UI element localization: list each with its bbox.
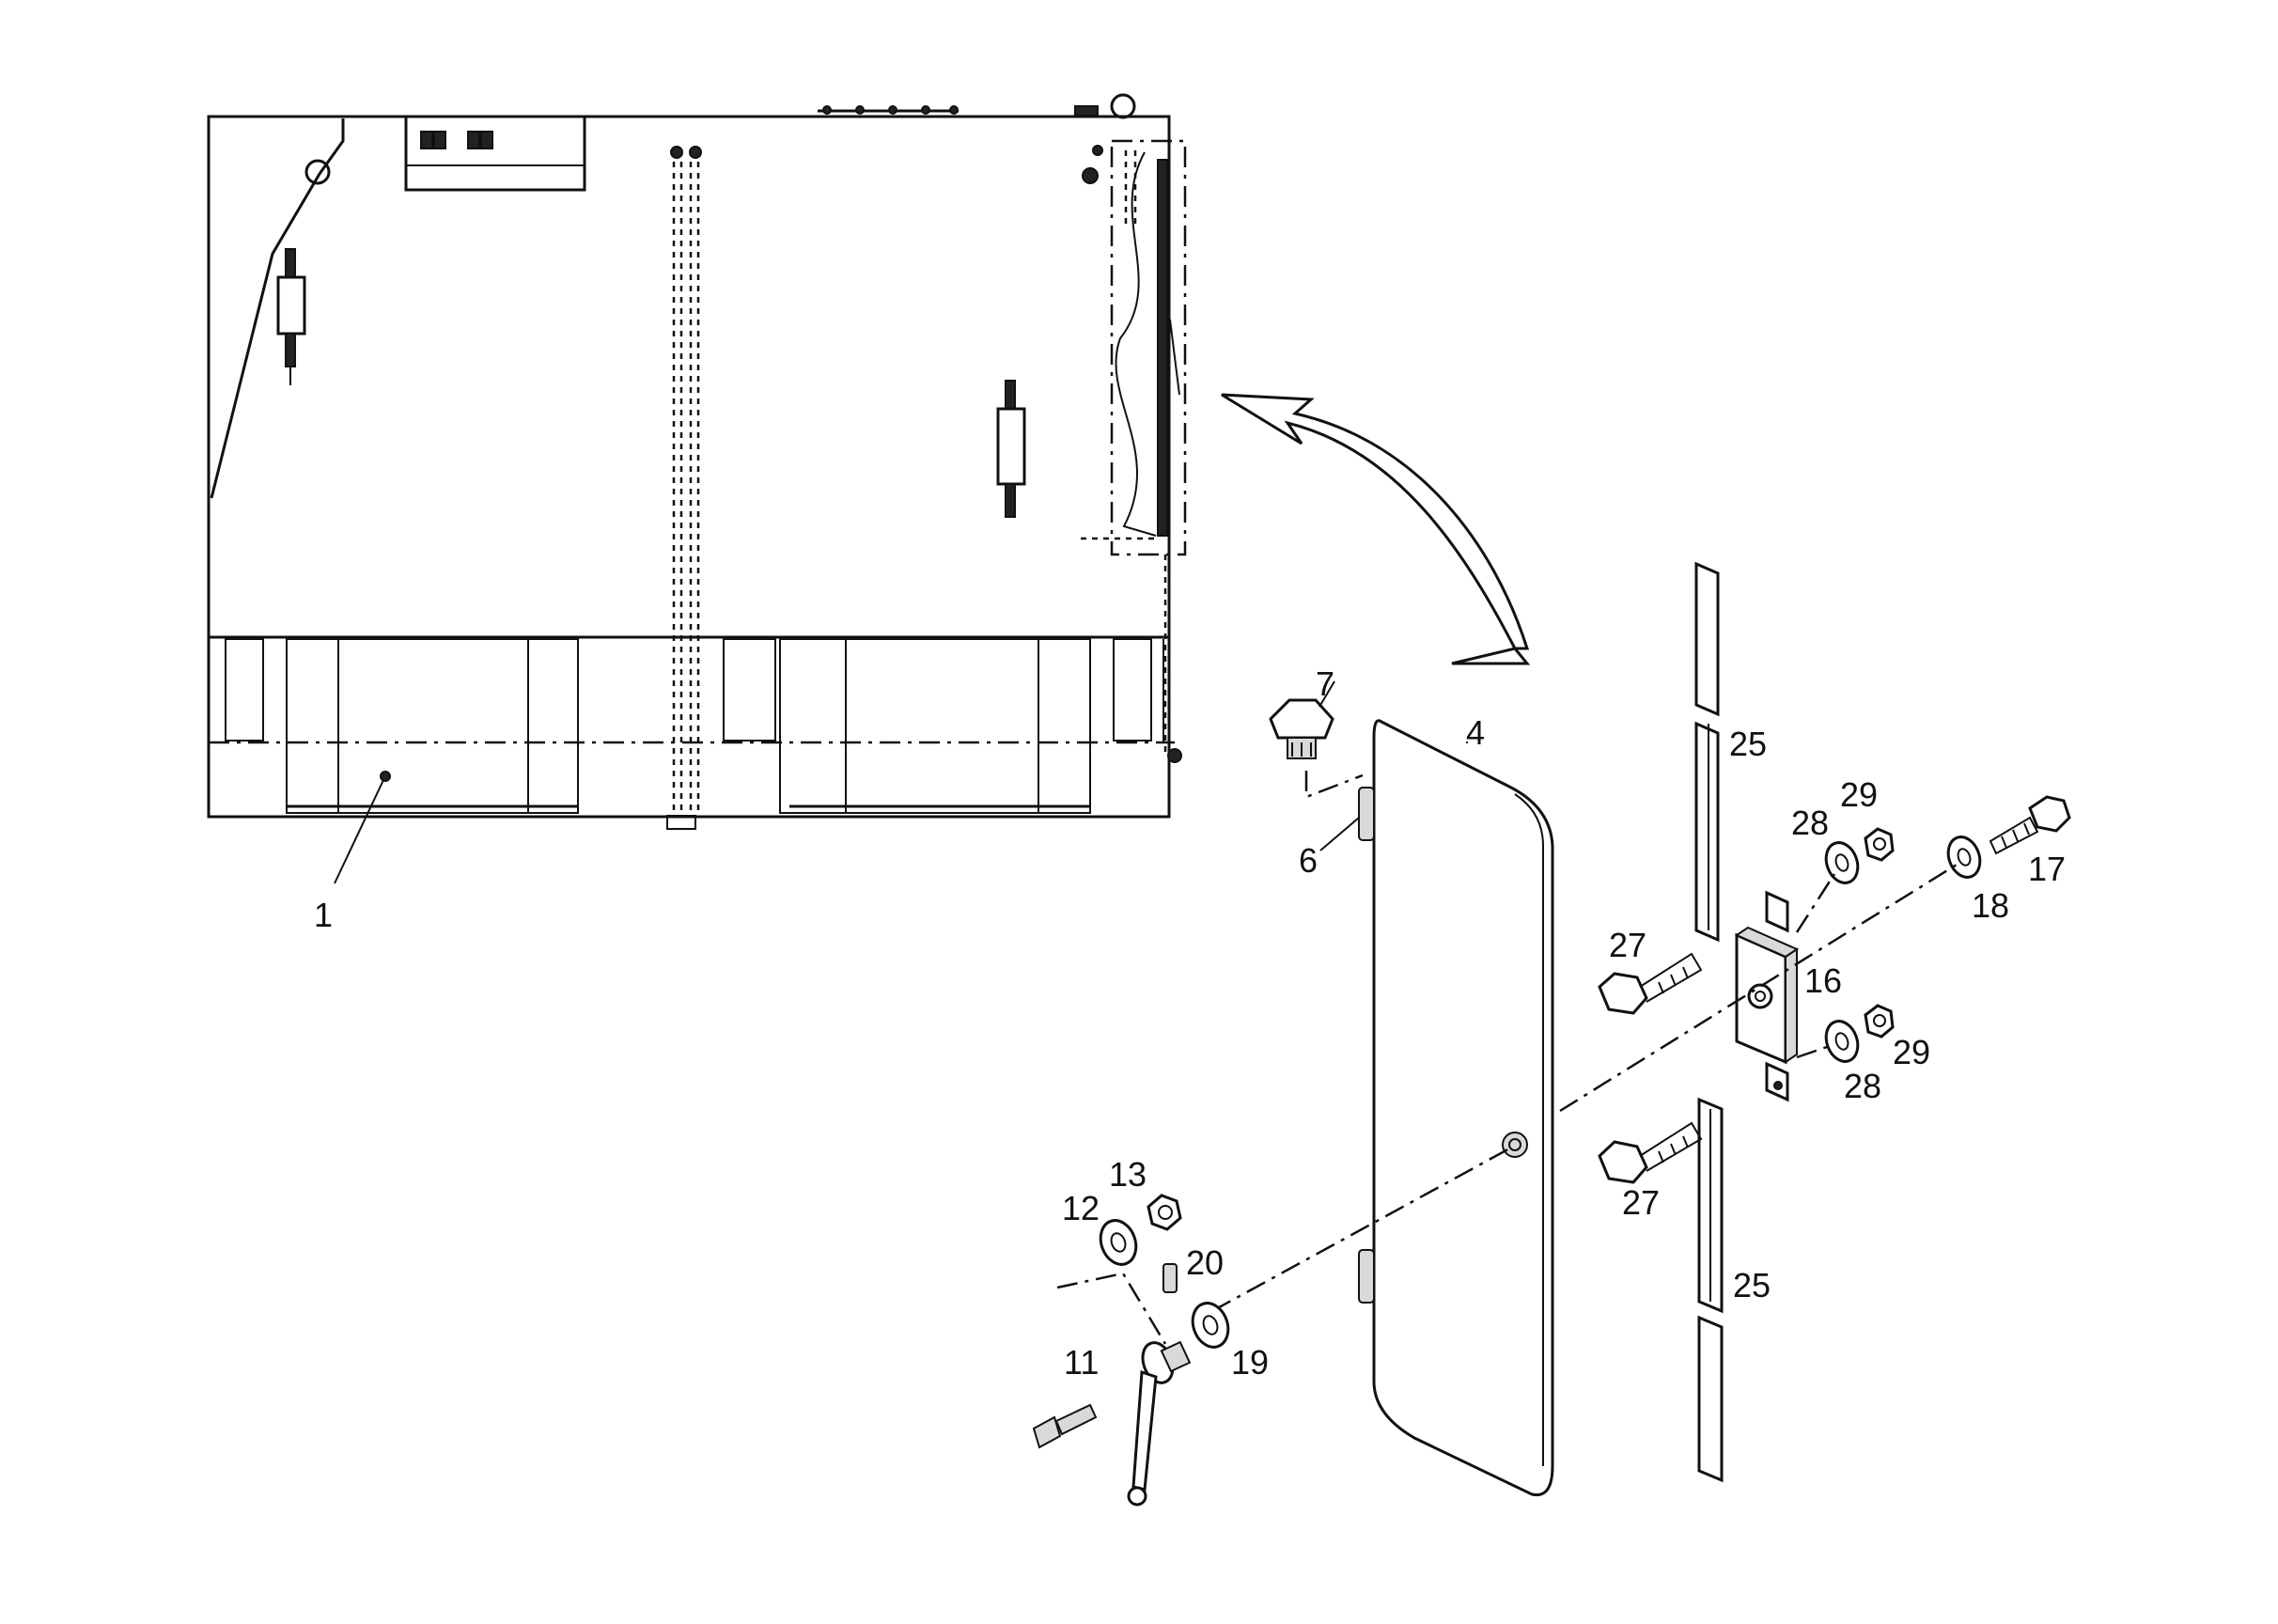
plug-icon — [1269, 698, 1334, 759]
bolt-17-icon — [1989, 795, 2071, 855]
callout-25-upper: 25 — [1729, 725, 1767, 763]
washer-12-icon — [1099, 1219, 1138, 1266]
arrow-tail-cut — [1451, 647, 1531, 665]
upper-bolt-icon — [1598, 952, 1703, 1015]
lower-washer-icon — [1824, 1020, 1860, 1063]
callout-7: 7 — [1316, 664, 1334, 703]
connector-icon — [420, 131, 493, 149]
upper-washer-icon — [1824, 841, 1860, 884]
cabinet-assembly — [207, 93, 1187, 884]
callout-1: 1 — [314, 896, 333, 934]
center-cylinder — [996, 380, 1026, 518]
door-lock-hole — [1502, 1132, 1528, 1158]
curved-arrow-icon — [1221, 393, 1530, 650]
upper-rod — [1694, 561, 1720, 943]
callout-28-upper: 28 — [1791, 804, 1829, 842]
washer-18-icon — [1946, 835, 1982, 879]
top-parts-box — [404, 115, 586, 192]
lower-hinge — [1358, 1249, 1375, 1304]
callout-18: 18 — [1972, 886, 2009, 925]
door-detail-dashed-box — [1110, 139, 1187, 556]
lower-washer-axis — [1796, 1043, 1833, 1059]
key-icon — [1032, 1403, 1098, 1449]
callout-12: 12 — [1062, 1189, 1100, 1227]
callout-labels: 1 4 6 7 11 12 13 16 17 18 19 20 25 25 27… — [314, 664, 2066, 1382]
handle-axis-line — [1211, 1145, 1514, 1313]
callout-29-lower: 29 — [1893, 1033, 1930, 1071]
callout-4: 4 — [1466, 713, 1485, 752]
top-ridge — [818, 105, 959, 115]
door-detail — [1081, 145, 1180, 752]
callout-27-upper: 27 — [1609, 926, 1646, 964]
plug-dashed-leader — [1304, 771, 1364, 799]
lifting-eye — [1110, 93, 1136, 119]
callout-17: 17 — [2028, 850, 2066, 888]
nut-13-icon — [1147, 1194, 1182, 1231]
base-panels — [225, 638, 1182, 814]
callout-20: 20 — [1186, 1243, 1224, 1282]
top-bracket — [1074, 105, 1099, 117]
part-7-leader — [1318, 680, 1335, 708]
washer-19-icon — [1191, 1302, 1230, 1349]
handle-dashed-bracket — [1056, 1272, 1167, 1345]
callout-13: 13 — [1109, 1155, 1147, 1194]
left-diagonal-panel — [210, 118, 345, 499]
callout-16: 16 — [1804, 961, 1842, 1000]
part-6-leader — [1319, 817, 1360, 851]
upper-nut-icon — [1864, 827, 1895, 862]
part-1-marker — [380, 771, 391, 782]
left-hinge-eye — [304, 159, 331, 185]
part-1-leader — [334, 779, 384, 884]
door-panel — [1358, 719, 1554, 1497]
callout-19: 19 — [1231, 1343, 1269, 1382]
lock-box — [1734, 890, 1800, 1102]
callout-27-lower: 27 — [1622, 1183, 1660, 1222]
lock-keyhole-icon — [1747, 983, 1773, 1009]
handle-11-icon — [1127, 1340, 1192, 1507]
upper-hinge — [1358, 787, 1375, 841]
callout-6: 6 — [1299, 841, 1318, 880]
lower-rod — [1697, 1097, 1724, 1483]
upper-washer-axis — [1795, 873, 1836, 933]
pin-20-icon — [1162, 1263, 1178, 1293]
callout-25-lower: 25 — [1733, 1266, 1771, 1304]
callout-28-lower: 28 — [1844, 1067, 1881, 1105]
lower-bolt-icon — [1598, 1121, 1703, 1184]
callout-29-upper: 29 — [1840, 775, 1878, 814]
left-cylinder — [276, 248, 306, 385]
callout-11: 11 — [1064, 1343, 1099, 1382]
center-dotted-columns — [666, 146, 702, 830]
lower-nut-icon — [1864, 1004, 1895, 1038]
